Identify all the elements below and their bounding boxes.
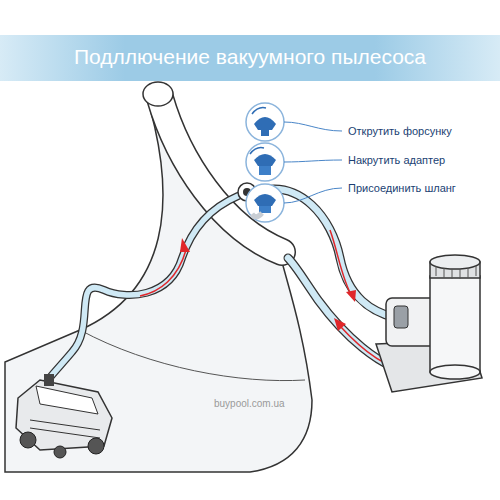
robot-hose: [48, 196, 238, 380]
adapter-icon: [254, 194, 276, 206]
leader-line: [284, 122, 342, 131]
flow-line: [330, 230, 352, 296]
cartridge-bottom: [430, 365, 480, 379]
pool-wall: [5, 108, 312, 472]
pump-switch: [394, 306, 408, 328]
nozzle-icon: [254, 117, 276, 130]
watermark: buypool.com.ua: [214, 398, 285, 410]
pool-rim-end: [143, 82, 173, 106]
flow-arrow: [180, 238, 190, 252]
leader-lines: [284, 122, 342, 203]
hose-icon: [252, 213, 262, 217]
step-label: Накрутить адаптер: [348, 153, 445, 167]
robot-brush: [30, 420, 100, 438]
pool-rim: [160, 98, 282, 252]
robot-wheel: [54, 446, 66, 458]
nozzle-icon: [261, 130, 269, 136]
adapter-icon: [254, 154, 276, 166]
hose: [48, 196, 238, 380]
lid-ridges: [436, 266, 476, 279]
title-band: [0, 35, 500, 81]
icon-circle: [246, 103, 284, 141]
filter-pump: [376, 255, 482, 392]
filter-cartridge: [430, 276, 480, 372]
robot-top: [36, 386, 98, 414]
step-label: Открутить форсунку: [348, 124, 452, 138]
icon-circle: [246, 184, 284, 222]
cartridge-top: [430, 255, 480, 269]
step-label: Присоединить шланг: [348, 181, 456, 195]
turn-arrow: [252, 108, 266, 114]
flow-line: [140, 250, 186, 296]
flow-arrow: [334, 318, 346, 331]
pool: [5, 82, 312, 472]
flow-arrow: [346, 290, 356, 302]
adapter-icon: [259, 206, 271, 213]
adapter-icon: [259, 166, 271, 175]
turn-arrow: [250, 148, 264, 154]
robot-wheel: [88, 438, 104, 454]
robot-wheel: [20, 432, 36, 448]
robot-cleaner: [16, 374, 112, 458]
hose-outline: [48, 196, 238, 380]
title-text: Подллючение вакуумного пылесоса: [0, 44, 500, 70]
pool-rim-outline: [160, 98, 282, 252]
pool-floor-line: [80, 330, 305, 381]
leader-line: [284, 160, 342, 162]
leader-line: [284, 188, 342, 203]
step-icons: [246, 103, 284, 222]
robot-swivel: [44, 374, 54, 386]
icon-circle: [246, 143, 284, 181]
